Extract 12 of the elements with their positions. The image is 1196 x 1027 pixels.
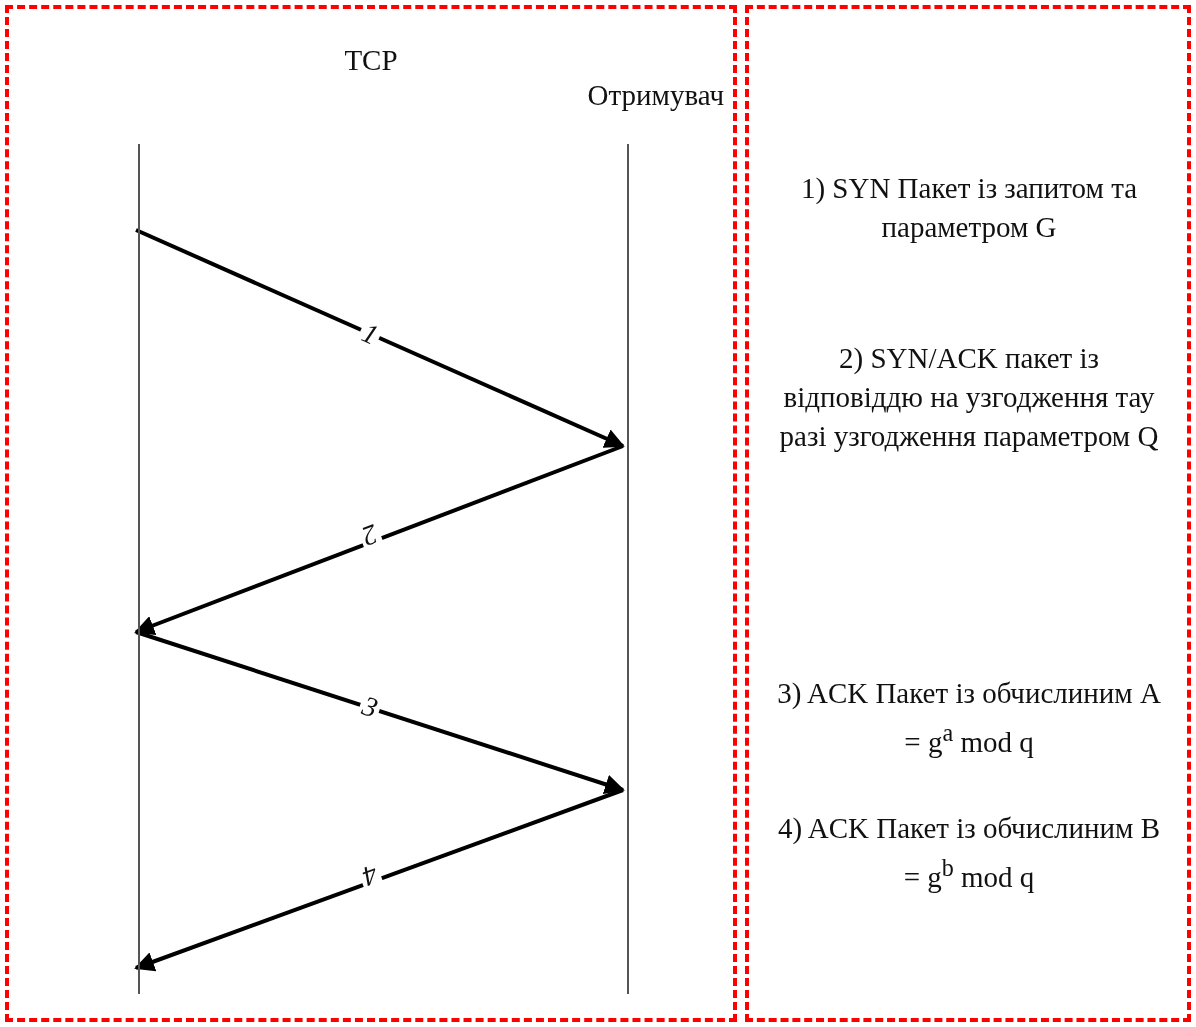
- participant-label: Отримувач: [587, 79, 724, 112]
- message-arrow: [134, 444, 624, 635]
- lifeline: [138, 144, 140, 994]
- step-note: 4) ACK Пакет із обчислиним B = g$^{b}$ mod q: [776, 811, 1162, 895]
- step-note: 1) SYN Пакет із запитом та параметром G: [799, 171, 1139, 245]
- message-arrow: [135, 630, 625, 794]
- message-arrow: [135, 228, 625, 448]
- message-arrow: [134, 788, 624, 972]
- step-note: 3) ACK Пакет із обчислиним A = g$^{a}$ mod q: [776, 676, 1162, 760]
- dashed-panel: [745, 5, 1191, 1022]
- step-note: 2) SYN/ACK пакет із відповіддю на узгодження тау разі узгодження параметром Q: [778, 341, 1160, 454]
- panel-heading: TCP: [343, 44, 399, 77]
